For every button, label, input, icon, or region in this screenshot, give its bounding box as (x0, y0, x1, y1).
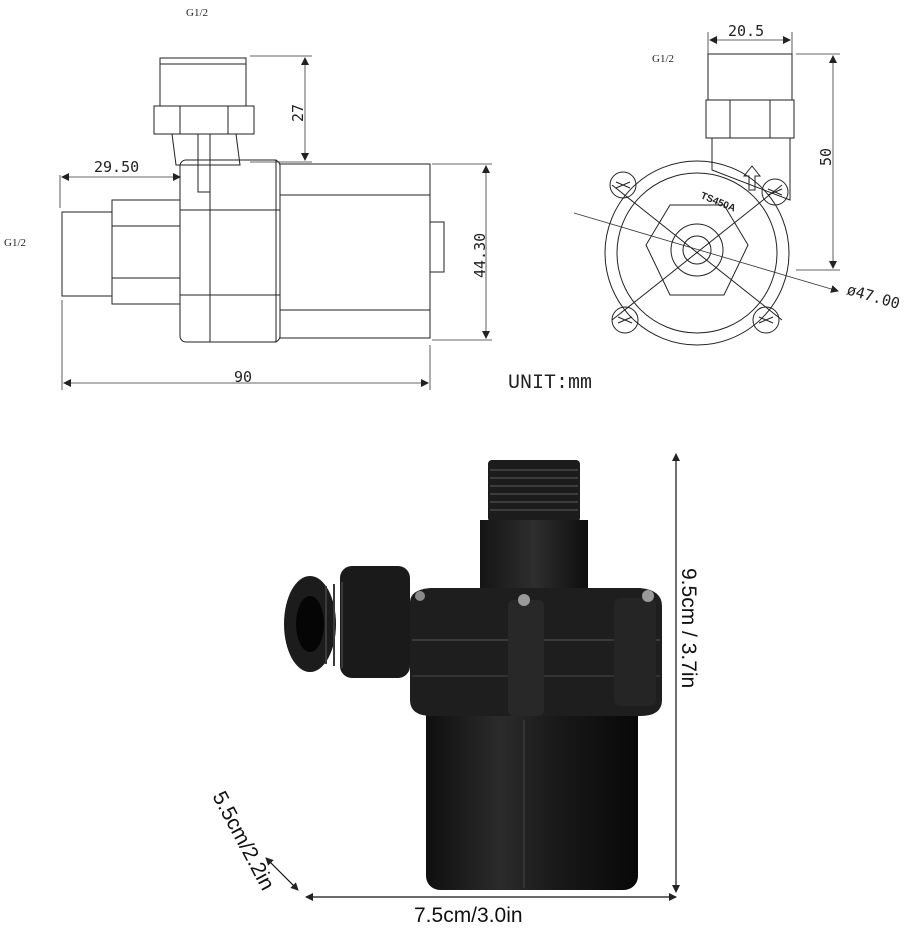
unit-note: UNIT:mm (508, 372, 592, 395)
photo-outlet-thread (488, 460, 580, 522)
flow-arrow-icon (742, 165, 762, 191)
inlet-thread (61, 211, 113, 297)
outlet-thread (159, 57, 247, 107)
model-marking: TS450A (699, 191, 737, 215)
pump-photo (284, 460, 662, 890)
end-thread-label: G1/2 (652, 53, 674, 65)
depth-dimension-line (265, 857, 299, 891)
photo-motor-body (426, 690, 638, 890)
end-round-body (604, 160, 790, 346)
outlet-hex-nut (153, 105, 255, 135)
pump-head (179, 159, 281, 343)
dim-diameter: ø47.00 (845, 281, 902, 313)
top-thread-label: G1/2 (186, 7, 208, 19)
mounting-screw-icon (609, 171, 789, 334)
photo-screw-icon (518, 594, 530, 606)
height-label: 9.5cm / 3.7in (677, 568, 700, 688)
end-hex-center (645, 204, 749, 296)
end-hex-nut (705, 99, 795, 139)
dim-body-height: 44.30 (471, 233, 489, 278)
photo-screw-icon (415, 591, 425, 601)
width-label: 7.5cm/3.0in (414, 904, 523, 927)
side-view-drawing: G1/2 G1/2 27 29.50 44.30 90 (4, 7, 492, 390)
dim-total-length: 90 (234, 368, 252, 386)
dim-outlet-height: 27 (289, 104, 307, 122)
photo-inlet-nut (340, 566, 410, 678)
inlet-hex-nut (111, 199, 181, 305)
dim-outlet-width: 20.5 (728, 22, 764, 40)
end-outlet-thread (707, 53, 793, 101)
dim-inlet-length: 29.50 (94, 158, 139, 176)
photo-screw-icon (642, 590, 654, 602)
photo-neck (480, 520, 588, 598)
end-view-drawing: TS450A G1/2 20.5 50 ø47.00 (573, 22, 902, 346)
dim-total-height: 50 (817, 148, 835, 166)
motor-body (279, 163, 431, 339)
left-thread-label: G1/2 (4, 237, 26, 249)
depth-label: 5.5cm/2.2in (208, 788, 279, 895)
